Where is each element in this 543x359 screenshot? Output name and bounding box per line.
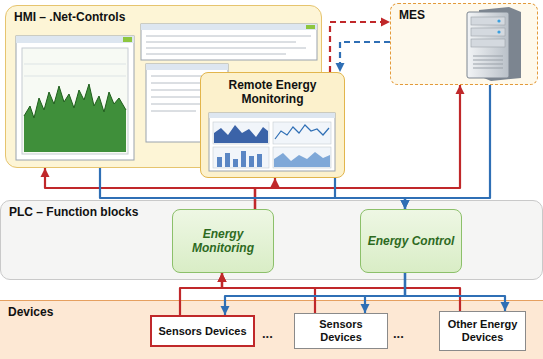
mes-box: MES [390,3,538,85]
connector [255,178,275,209]
connector [365,273,405,313]
text-holder: Sensors Devices [152,317,253,345]
connector [225,273,405,315]
text-holder: Devices [8,305,53,319]
connector [180,273,222,315]
plc-band: PLC – Function blocksEnergy Monitoring En… [0,200,543,280]
node-label: HMI – .Net-Controls [14,10,125,24]
device-box: Sensors Devices [294,313,388,349]
text-holder: PLC – Function blocks [9,205,138,219]
text-holder: Remote Energy Monitoring [201,78,344,106]
function-block: Energy Control [360,209,462,273]
text-holder: Energy Control [361,210,461,272]
connector [330,22,390,72]
text-holder: Other Energy Devices [440,312,525,350]
connector [100,168,405,209]
node-label: PLC – Function blocks [9,205,138,219]
connector [405,273,505,311]
connector [340,42,390,72]
text-holder: HMI – .Net-Controls [14,10,125,24]
ellipsis-label: ... [262,326,273,341]
connector [335,178,405,209]
function-block: Energy Monitoring [172,209,274,273]
device-box: Sensors Devices [150,315,255,347]
connector [222,273,460,311]
node-label: Energy Control [368,234,455,248]
node-label: Remote Energy Monitoring [201,78,344,106]
node-label: Devices [8,305,53,319]
connector [222,273,315,313]
device-box: Other Energy Devices [439,311,526,351]
ellipsis-label: ... [393,326,404,341]
remote-monitoring-box: Remote Energy Monitoring [200,72,345,178]
node-label: Other Energy Devices [446,318,519,344]
text-holder: MES [399,8,425,22]
node-label: Energy Monitoring [179,227,267,255]
text-holder: Sensors Devices [295,314,387,348]
node-label: MES [399,8,425,22]
connector [255,85,460,209]
connector [405,85,490,209]
node-label: Sensors Devices [301,318,381,344]
text-holder: Energy Monitoring [173,210,273,272]
connector [45,168,255,209]
node-label: Sensors Devices [158,325,246,338]
